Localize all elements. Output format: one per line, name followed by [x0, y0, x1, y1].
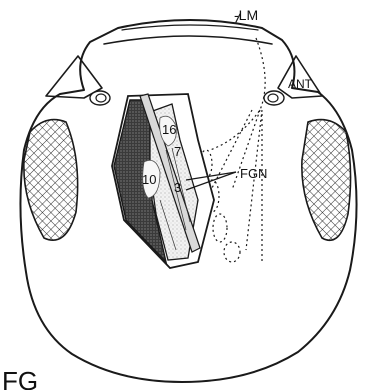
labrum-band: [104, 36, 272, 44]
label-lm: -LM: [234, 7, 258, 23]
label-10: 10: [142, 172, 156, 187]
right-compound-eye: [302, 120, 351, 241]
dotted-internal-structures: [200, 38, 265, 262]
label-ant: ANT: [288, 77, 313, 91]
corner-fig-label: FG: [2, 366, 38, 390]
left-antennal-socket: [90, 91, 110, 105]
label-fgn: FGN: [240, 166, 267, 181]
left-compound-eye: [24, 120, 78, 241]
right-antennal-socket: [264, 91, 284, 105]
label-16: 16: [162, 122, 176, 137]
labrum-band-upper: [122, 25, 258, 30]
label-7: 7: [174, 144, 181, 159]
label-3: 3: [174, 180, 181, 195]
